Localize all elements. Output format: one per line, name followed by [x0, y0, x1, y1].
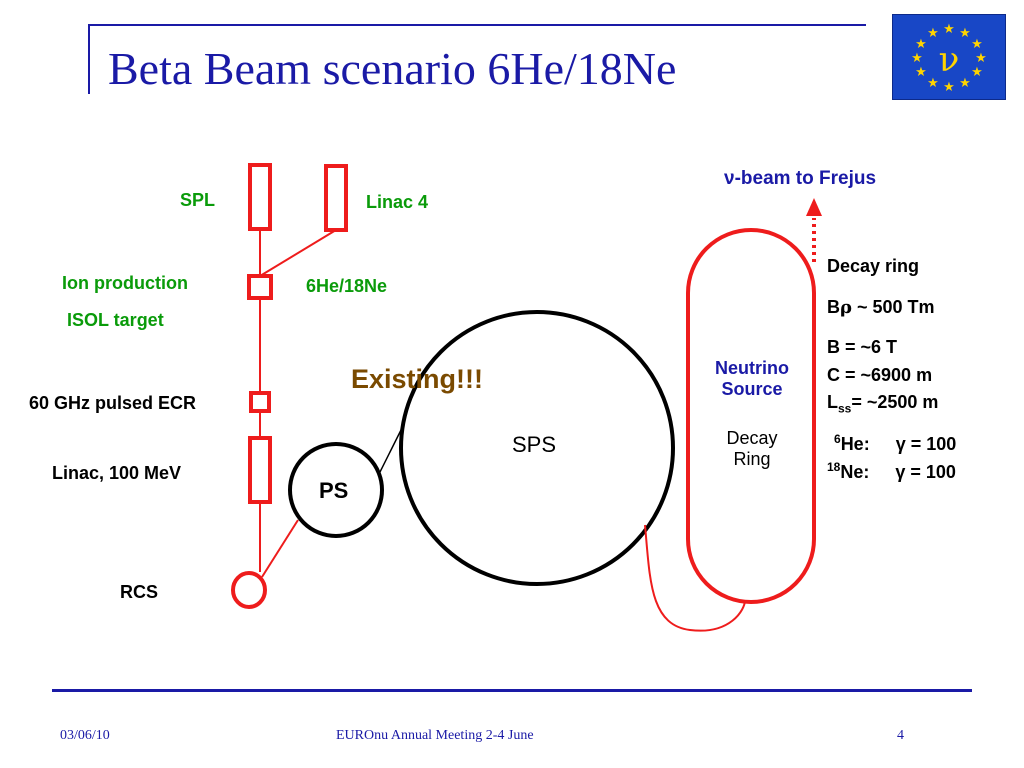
rcs-ps-transfer-line — [261, 519, 299, 578]
brho-parameter: Bρ ~ 500 Tm — [827, 297, 935, 318]
svg-text:★: ★ — [971, 37, 983, 52]
spl-label: SPL — [180, 190, 216, 210]
isotopes-label: 6He/18Ne — [306, 276, 388, 296]
brho-b: B — [827, 297, 840, 317]
he-mass-number: 6 — [834, 432, 841, 446]
svg-text:★: ★ — [975, 51, 987, 66]
rcs-label: RCS — [120, 582, 159, 602]
b-field-parameter: B = ~6 T — [827, 337, 898, 357]
lss-parameter: Lss= ~2500 m — [827, 392, 938, 416]
svg-text:★: ★ — [927, 76, 939, 91]
ecr-label: 60 GHz pulsed ECR — [29, 393, 197, 413]
decay-ring-line1: Decay — [726, 428, 778, 448]
decay-ring-inner-label: Decay Ring — [700, 428, 804, 470]
sps-label: SPS — [512, 432, 557, 457]
svg-text:★: ★ — [943, 22, 955, 37]
isol-target-element — [247, 274, 273, 300]
ion-production-label: Ion production — [62, 273, 188, 293]
logo-nu-symbol: ν — [939, 40, 960, 80]
ps-label: PS — [319, 478, 349, 503]
decay-ring — [686, 228, 816, 604]
linac4-label: Linac 4 — [366, 192, 429, 212]
linac4-element — [324, 164, 348, 232]
title-top-rule — [88, 24, 866, 26]
neutrino-beam-arrowhead — [806, 198, 822, 216]
sps-decay-ring-transfer-line — [644, 524, 746, 632]
neutrino-source-line1: Neutrino — [715, 358, 789, 378]
svg-text:★: ★ — [927, 26, 939, 41]
linac-100mev-element — [248, 436, 272, 504]
svg-text:★: ★ — [911, 51, 923, 66]
svg-text:★: ★ — [971, 65, 983, 80]
title-left-rule — [88, 24, 90, 94]
svg-text:★: ★ — [915, 65, 927, 80]
slide-title: Beta Beam scenario 6He/18Ne — [108, 43, 677, 94]
decay-ring-line2: Ring — [733, 449, 771, 469]
footer-date: 03/06/10 — [60, 728, 110, 743]
neutrino-source-label: Neutrino Source — [700, 358, 804, 400]
svg-text:★: ★ — [915, 37, 927, 52]
lss-value: = ~2500 m — [851, 392, 939, 412]
ne-gamma-parameter: 18Ne: γ = 100 — [827, 460, 956, 483]
beta-beam-diagram — [231, 163, 822, 632]
linac-100mev-label: Linac, 100 MeV — [52, 463, 182, 483]
decay-ring-heading: Decay ring — [827, 256, 920, 276]
lss-l: L — [827, 392, 838, 412]
spl-element — [248, 163, 272, 231]
footer-rule — [52, 689, 972, 692]
footer-event: EUROnu Annual Meeting 2-4 June — [336, 728, 534, 743]
svg-text:★: ★ — [943, 80, 955, 95]
ecr-element — [249, 391, 271, 413]
isol-target-label: ISOL target — [67, 310, 164, 330]
svg-text:★: ★ — [959, 26, 971, 41]
brho-value: ~ 500 Tm — [851, 297, 935, 317]
lss-subscript: ss — [838, 401, 852, 416]
circumference-parameter: C = ~6900 m — [827, 365, 933, 385]
he-gamma-value: γ = 100 — [895, 434, 957, 454]
svg-text:★: ★ — [959, 76, 971, 91]
he-gamma-parameter: 6He: γ = 100 — [834, 432, 956, 455]
rcs-ring — [231, 571, 267, 609]
neutrino-source-line2: Source — [721, 379, 783, 399]
ne-symbol: Ne: — [840, 462, 870, 482]
linac4-feed-line — [259, 229, 337, 277]
ps-ring — [288, 442, 384, 538]
ne-gamma-value: γ = 100 — [895, 462, 956, 482]
existing-label: Existing!!! — [351, 364, 483, 394]
brho-rho-symbol: ρ — [840, 297, 852, 318]
euronu-logo: ★ ★ ★ ★ ★ ★ ★ ★ ★ ★ ★ ★ ν — [892, 14, 1006, 100]
beam-to-frejus-label: ν-beam to Frejus — [724, 168, 877, 189]
he-symbol: He: — [840, 434, 870, 454]
sps-ring — [399, 310, 675, 586]
eu-star-circle-icon: ★ ★ ★ ★ ★ ★ ★ ★ ★ ★ ★ ★ ν — [911, 22, 987, 95]
footer-page-number: 4 — [897, 728, 904, 743]
ne-mass-number: 18 — [827, 460, 841, 474]
